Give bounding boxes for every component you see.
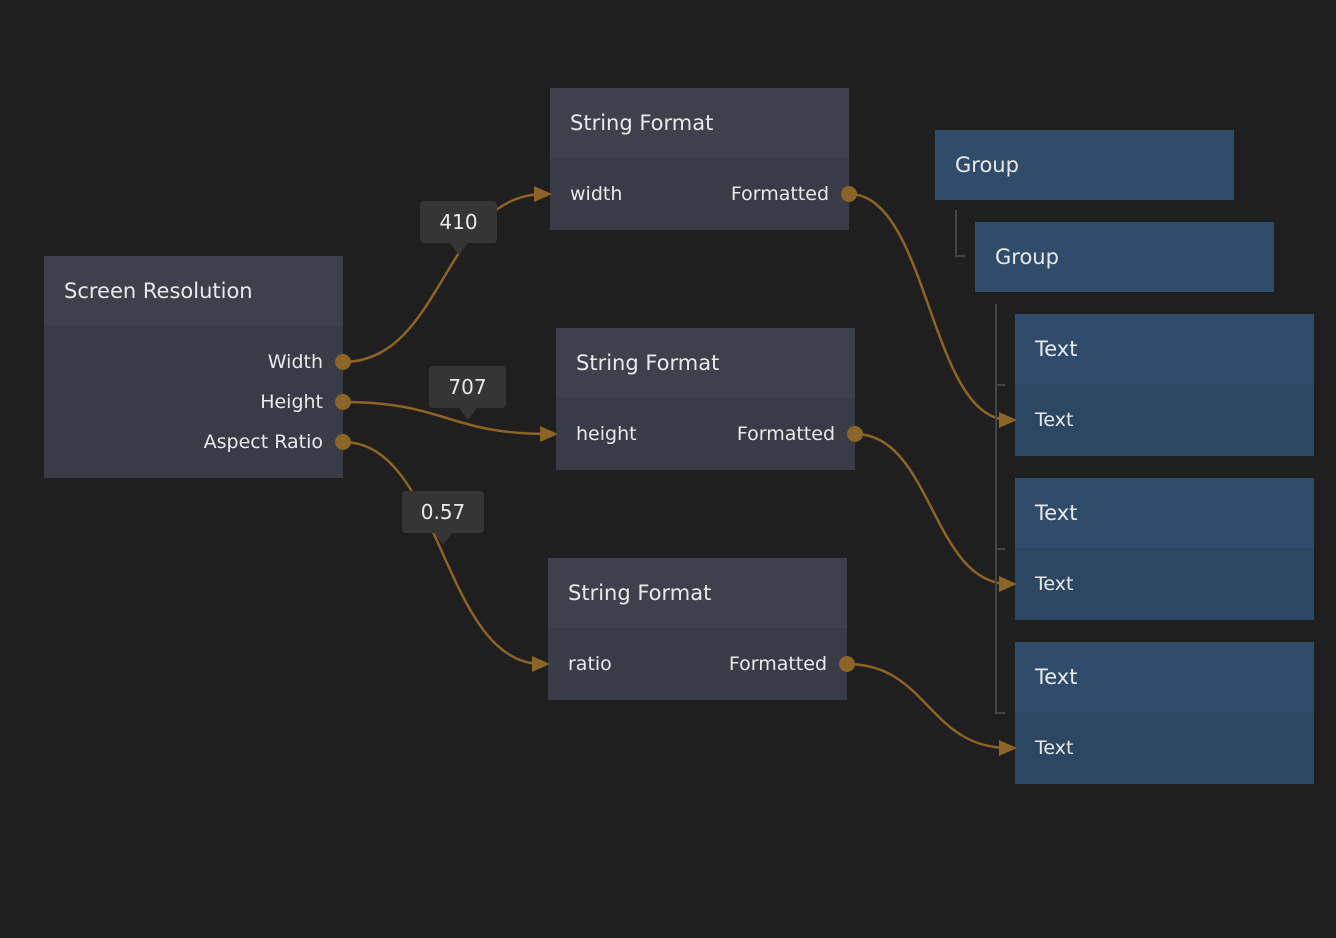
string-format-node-ratio[interactable]: String Format ratio Formatted <box>548 558 847 700</box>
input-width[interactable]: width <box>570 183 623 205</box>
value-tooltip-height: 707 <box>429 366 506 420</box>
group-node-child[interactable]: Group <box>975 222 1274 292</box>
text-node-2[interactable]: Text Text <box>1015 478 1314 620</box>
node-title: Text <box>1015 642 1314 712</box>
string-format-node-height[interactable]: String Format height Formatted <box>556 328 855 470</box>
connection-wire[interactable] <box>342 400 551 436</box>
node-title: String Format <box>556 328 855 398</box>
output-formatted[interactable]: Formatted <box>728 653 827 675</box>
output-port-dot[interactable] <box>847 426 863 442</box>
output-formatted[interactable]: Formatted <box>736 423 835 445</box>
input-ratio[interactable]: ratio <box>568 653 612 675</box>
input-arrow-icon <box>534 186 552 202</box>
hierarchy-line <box>955 255 965 257</box>
node-title: Group <box>975 222 1274 292</box>
input-height[interactable]: height <box>576 423 637 445</box>
output-width[interactable]: Width <box>267 351 323 373</box>
hierarchy-line <box>995 712 1005 714</box>
input-text[interactable]: Text <box>1035 409 1074 431</box>
input-arrow-icon <box>999 740 1017 756</box>
input-arrow-icon <box>999 412 1017 428</box>
value-tooltip-width: 410 <box>420 201 497 255</box>
string-format-node-width[interactable]: String Format width Formatted <box>550 88 849 230</box>
connection-wire[interactable] <box>342 440 543 666</box>
connection-wire[interactable] <box>342 192 545 364</box>
text-node-1[interactable]: Text Text <box>1015 314 1314 456</box>
output-aspect-ratio[interactable]: Aspect Ratio <box>203 431 323 453</box>
connection-wire[interactable] <box>848 192 1010 422</box>
input-arrow-icon <box>540 426 558 442</box>
node-title: String Format <box>548 558 847 628</box>
node-title: Screen Resolution <box>44 256 343 326</box>
node-title: Text <box>1015 314 1314 384</box>
node-title: Text <box>1015 478 1314 548</box>
input-arrow-icon <box>532 656 550 672</box>
output-port-dot[interactable] <box>841 186 857 202</box>
input-arrow-icon <box>999 576 1017 592</box>
screen-resolution-node[interactable]: Screen Resolution Width Height Aspect Ra… <box>44 256 343 478</box>
value-tooltip-ratio: 0.57 <box>402 491 484 545</box>
node-title: String Format <box>550 88 849 158</box>
hierarchy-line <box>995 304 997 714</box>
input-text[interactable]: Text <box>1035 737 1074 759</box>
node-title: Group <box>935 130 1234 200</box>
output-height[interactable]: Height <box>260 391 323 413</box>
group-node[interactable]: Group <box>935 130 1234 200</box>
output-port-dot[interactable] <box>335 394 351 410</box>
hierarchy-line <box>995 548 1005 550</box>
hierarchy-line <box>955 210 957 257</box>
output-port-dot[interactable] <box>335 434 351 450</box>
output-port-dot[interactable] <box>839 656 855 672</box>
input-text[interactable]: Text <box>1035 573 1074 595</box>
output-formatted[interactable]: Formatted <box>730 183 829 205</box>
connection-wire[interactable] <box>854 432 1010 586</box>
text-node-3[interactable]: Text Text <box>1015 642 1314 784</box>
connection-wire[interactable] <box>846 662 1010 750</box>
hierarchy-line <box>995 384 1005 386</box>
output-port-dot[interactable] <box>335 354 351 370</box>
